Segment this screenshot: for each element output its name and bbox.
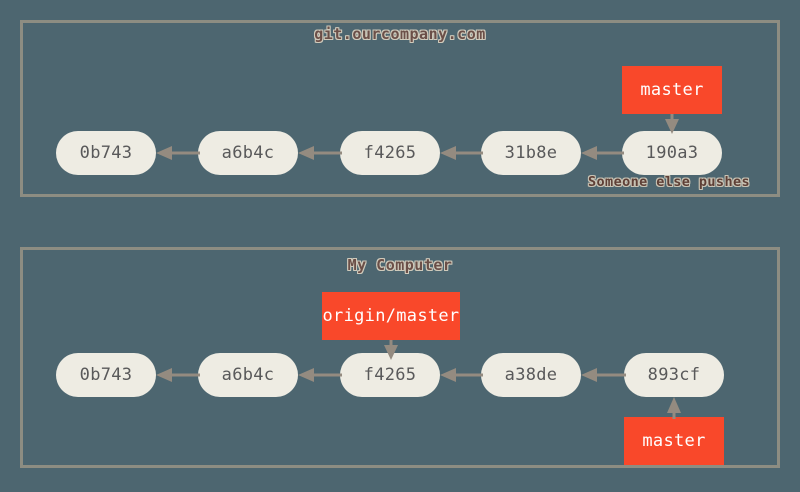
ref-label-remote-master[interactable]: master bbox=[622, 66, 722, 114]
caption-someone-else-pushes: Someone else pushes bbox=[588, 174, 751, 190]
ref-label-local-master[interactable]: master bbox=[624, 417, 724, 465]
panel-local-repository bbox=[20, 247, 780, 468]
commit-node-local-0b743[interactable]: 0b743 bbox=[56, 353, 156, 397]
commit-node-remote-a6b4c[interactable]: a6b4c bbox=[198, 131, 298, 175]
panel-remote-title: git.ourcompany.com bbox=[314, 25, 486, 43]
commit-node-local-a6b4c[interactable]: a6b4c bbox=[198, 353, 298, 397]
commit-node-local-893cf[interactable]: 893cf bbox=[624, 353, 724, 397]
panel-remote-repository bbox=[20, 20, 780, 197]
panel-local-title: My Computer bbox=[347, 256, 453, 274]
ref-label-origin-master[interactable]: origin/master bbox=[322, 292, 460, 340]
commit-node-remote-31b8e[interactable]: 31b8e bbox=[481, 131, 581, 175]
commit-node-local-f4265[interactable]: f4265 bbox=[340, 353, 440, 397]
commit-node-remote-0b743[interactable]: 0b743 bbox=[56, 131, 156, 175]
commit-node-remote-190a3[interactable]: 190a3 bbox=[622, 131, 722, 175]
commit-node-remote-f4265[interactable]: f4265 bbox=[340, 131, 440, 175]
commit-node-local-a38de[interactable]: a38de bbox=[481, 353, 581, 397]
